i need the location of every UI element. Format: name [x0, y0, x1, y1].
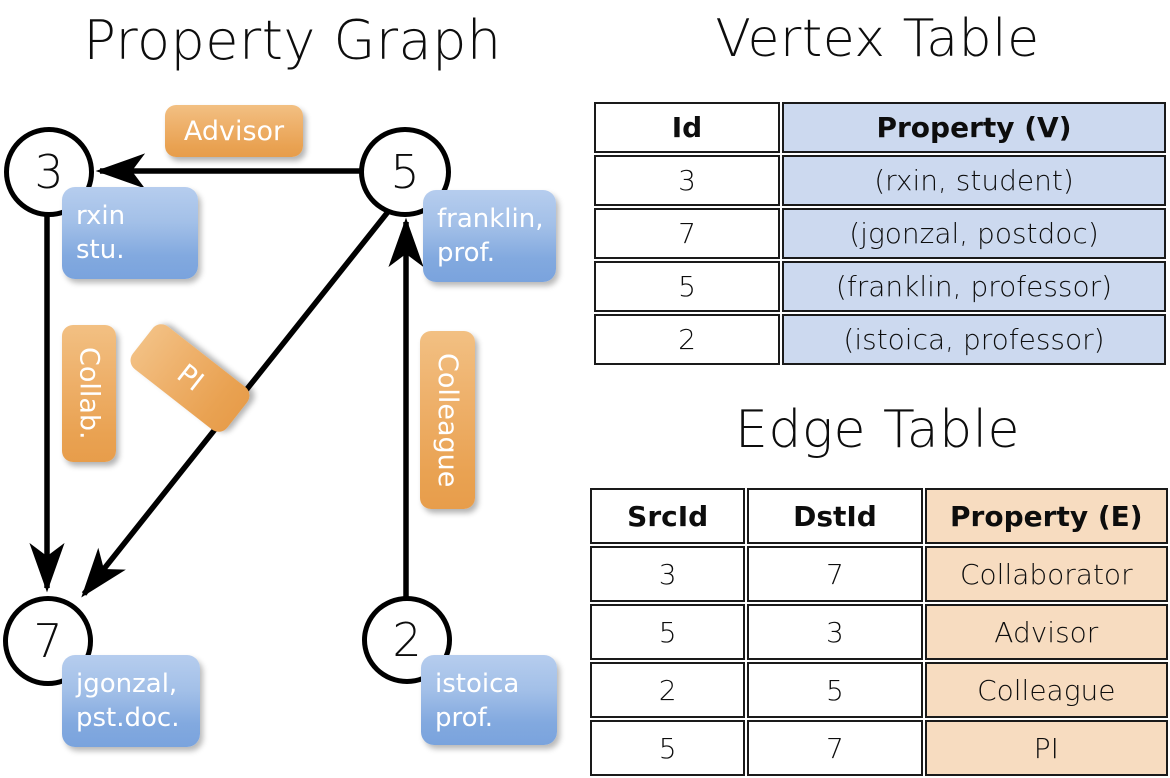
edge-cell-srcid: 2	[590, 662, 746, 718]
vertex-table: Id Property (V) 3 (rxin, student) 7 (jgo…	[592, 100, 1168, 367]
edge-cell-srcid: 5	[590, 604, 746, 660]
vertex-cell-id: 3	[594, 155, 780, 206]
edge-cell-property: Collaborator	[924, 546, 1168, 602]
graph-node-7-property-box: jgonzal, pst.doc.	[62, 655, 200, 747]
edge-cell-property: Advisor	[924, 604, 1168, 660]
edge-cell-dstid: 5	[747, 662, 923, 718]
edge-label-advisor: Advisor	[165, 105, 303, 157]
edge-cell-property: Colleague	[924, 662, 1168, 718]
table-row[interactable]: 5 (franklin, professor)	[594, 261, 1166, 312]
graph-node-7-property-line-2: pst.doc.	[76, 703, 180, 733]
graph-node-5[interactable]: 5	[359, 127, 451, 217]
edge-table: SrcId DstId Property (E) 3 7 Collaborato…	[588, 486, 1170, 778]
table-row[interactable]: 3 (rxin, student)	[594, 155, 1166, 206]
table-row[interactable]: 2 5 Colleague	[590, 662, 1168, 718]
edge-table-header-row: SrcId DstId Property (E)	[590, 488, 1168, 544]
graph-node-2-property-box: istoica prof.	[421, 655, 557, 745]
edge-label-colleague-text: Colleague	[432, 352, 463, 488]
graph-node-7-property-line-1: jgonzal,	[76, 669, 178, 699]
graph-node-2-property-line-2: prof.	[435, 703, 494, 733]
graph-node-5-property-line-1: franklin,	[437, 204, 544, 234]
graph-node-5-label: 5	[390, 145, 420, 199]
vertex-cell-property: (rxin, student)	[782, 155, 1166, 206]
graph-node-3-property-box: rxin stu.	[62, 187, 198, 279]
property-graph-diagram: 3 rxin stu. 5 franklin, prof. 7 jgonzal,…	[0, 0, 585, 760]
page-title-edge-table: Edge Table	[734, 400, 1021, 460]
vertex-table-header-property: Property (V)	[782, 102, 1166, 153]
edge-label-colleague: Colleague	[420, 331, 475, 509]
vertex-cell-property: (jgonzal, postdoc)	[782, 208, 1166, 259]
vertex-table-header-row: Id Property (V)	[594, 102, 1166, 153]
edge-table-header-property: Property (E)	[924, 488, 1168, 544]
edge-cell-property: PI	[924, 720, 1168, 776]
edge-cell-dstid: 7	[747, 546, 923, 602]
vertex-cell-property: (istoica, professor)	[782, 314, 1166, 365]
vertex-cell-id: 7	[594, 208, 780, 259]
graph-node-3-property-line-1: rxin	[76, 201, 126, 231]
vertex-cell-property: (franklin, professor)	[782, 261, 1166, 312]
vertex-cell-id: 2	[594, 314, 780, 365]
graph-node-3-property-line-2: stu.	[76, 235, 125, 265]
graph-node-2-label: 2	[392, 613, 422, 667]
table-row[interactable]: 3 7 Collaborator	[590, 546, 1168, 602]
edge-label-pi-text: PI	[170, 358, 210, 398]
edge-cell-dstid: 7	[747, 720, 923, 776]
edge-label-collaborator-text: Collab.	[73, 347, 105, 440]
edge-cell-srcid: 5	[590, 720, 746, 776]
graph-node-2-property-line-1: istoica	[435, 669, 520, 699]
graph-node-2[interactable]: 2	[362, 596, 452, 684]
graph-node-7-label: 7	[33, 614, 63, 668]
edge-cell-dstid: 3	[747, 604, 923, 660]
page-title-vertex-table: Vertex Table	[715, 9, 1040, 69]
table-row[interactable]: 7 (jgonzal, postdoc)	[594, 208, 1166, 259]
vertex-table-header-id: Id	[594, 102, 780, 153]
table-row[interactable]: 2 (istoica, professor)	[594, 314, 1166, 365]
edge-table-header-dstid: DstId	[747, 488, 923, 544]
graph-node-3-label: 3	[34, 145, 64, 199]
edge-label-advisor-text: Advisor	[183, 115, 285, 147]
graph-node-5-property-line-2: prof.	[437, 238, 496, 268]
table-row[interactable]: 5 3 Advisor	[590, 604, 1168, 660]
edge-cell-srcid: 3	[590, 546, 746, 602]
vertex-cell-id: 5	[594, 261, 780, 312]
edge-label-collaborator: Collab.	[62, 325, 116, 462]
edge-table-header-srcid: SrcId	[590, 488, 746, 544]
graph-node-5-property-box: franklin, prof.	[423, 190, 556, 282]
page-title-property-graph: Property Graph	[83, 9, 502, 72]
table-row[interactable]: 5 7 PI	[590, 720, 1168, 776]
